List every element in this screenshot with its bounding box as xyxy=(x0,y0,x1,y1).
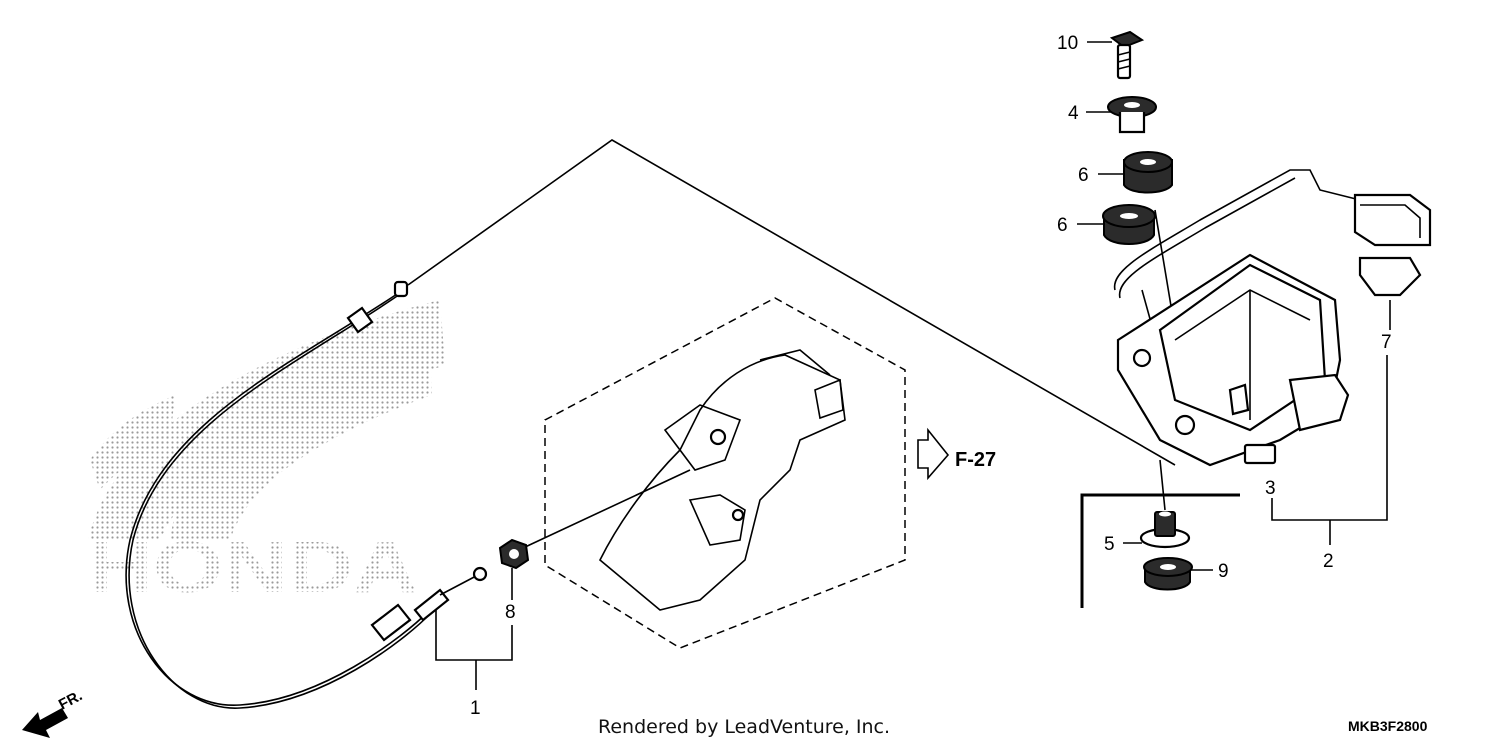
honda-watermark-text: HONDA xyxy=(88,528,418,608)
grommet-part-9 xyxy=(1143,557,1193,591)
callout-9: 9 xyxy=(1218,561,1229,582)
diagram-code: MKB3F2800 xyxy=(1348,718,1428,734)
bolt-part-10 xyxy=(1109,30,1145,80)
front-direction-arrow: FR. xyxy=(22,687,85,738)
grommet-part-6-upper xyxy=(1123,151,1173,194)
callout-6-upper: 6 xyxy=(1078,165,1089,186)
actuator-pulley xyxy=(1288,373,1350,432)
callout-4: 4 xyxy=(1068,103,1079,124)
callout-6-lower: 6 xyxy=(1057,215,1068,236)
footer-credit: Rendered by LeadVenture, Inc. xyxy=(598,716,890,738)
collar-part-5 xyxy=(1139,511,1191,549)
cable-adjuster xyxy=(370,603,412,642)
cable-end-fitting xyxy=(393,280,409,298)
grommet-part-6-lower xyxy=(1102,204,1156,245)
honda-wing-logo: HONDA xyxy=(88,300,445,608)
callout-2: 2 xyxy=(1323,551,1334,572)
mount-hole-a xyxy=(1132,348,1152,368)
reference-label: F-27 xyxy=(955,449,996,471)
throttle-cable xyxy=(125,280,488,709)
callout-3: 3 xyxy=(1265,478,1276,499)
callout-7: 7 xyxy=(1381,332,1392,353)
actuator-assembly xyxy=(1113,169,1432,467)
callout-leaders xyxy=(435,41,1388,690)
cable-spring xyxy=(413,588,450,622)
callout-5: 5 xyxy=(1104,534,1115,555)
nut-part-8 xyxy=(498,538,530,570)
callout-10: 10 xyxy=(1057,33,1078,54)
reference-arrow: F-27 xyxy=(917,427,996,481)
connector xyxy=(1353,193,1432,247)
callout-1: 1 xyxy=(470,698,481,719)
cable-end xyxy=(472,566,488,582)
mount-hole-b xyxy=(1174,414,1196,436)
connector-clip-part-7 xyxy=(1358,256,1422,297)
throttle-body-reference xyxy=(544,297,906,649)
collar-part-4 xyxy=(1107,96,1157,134)
frame-bracket-outline xyxy=(1080,493,1240,608)
actuator-connector-part-3 xyxy=(1243,443,1277,465)
cable-ferrule xyxy=(346,306,374,334)
callout-8: 8 xyxy=(505,602,516,623)
